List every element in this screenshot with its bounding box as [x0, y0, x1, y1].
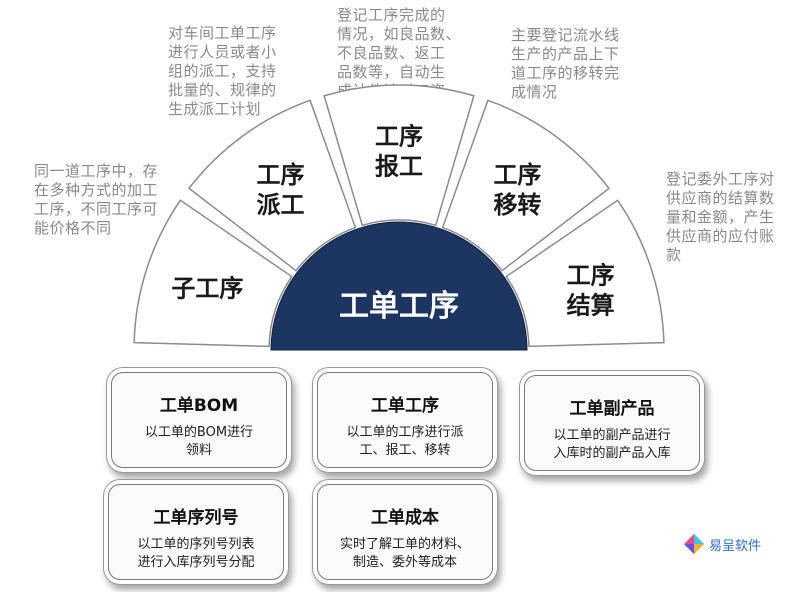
box-title: 工单BOM	[159, 396, 239, 416]
box-work-order-byproduct: 工单副产品 以工单的副产品进行 入库时的副产品入库	[524, 375, 700, 471]
note-settlement: 登记委外工序对 供应商的结算数 量和金额，产生 供应商的应付账 款	[666, 170, 775, 264]
box-title: 工单序列号	[153, 508, 239, 528]
box-description: 以工单的工序进行派 工、报工、移转	[346, 425, 464, 458]
fan-segment-label: 报工	[375, 153, 423, 181]
fan-segment-label: 子工序	[171, 275, 243, 303]
fan-segment-baogong	[323, 84, 475, 227]
fan-segment-label: 派工	[257, 191, 305, 219]
fan-segment-label: 工序	[257, 161, 305, 189]
fan-hub-label: 工单工序	[339, 289, 459, 324]
box-title: 工单成本	[371, 508, 439, 528]
box-title: 工单工序	[371, 396, 439, 416]
fan-hub	[270, 221, 528, 351]
fan-segment-label: 移转	[493, 191, 541, 219]
fan-segment-zigongxu	[133, 199, 293, 348]
note-sub-process: 同一道工序中，存 在多种方式的加工 工序，不同工序可 能价格不同	[34, 162, 159, 237]
fan-segment-label: 工序	[567, 262, 615, 290]
note-dispatch: 对车间工单工序 进行人员或者小 组的派工，支持 批量的、规律的 生成派工计划	[168, 24, 277, 118]
note-transfer: 主要登记流水线 生产的产品上下 道工序的移转完 成情况	[511, 26, 620, 101]
box-work-order-bom: 工单BOM 以工单的BOM进行 领料	[111, 372, 287, 468]
brand-logo: 易呈软件	[683, 533, 761, 555]
fan-segment-jiesuan	[505, 199, 665, 348]
box-work-order-cost: 工单成本 实时了解工单的材料、 制造、委外等成本	[317, 484, 493, 580]
box-title: 工单副产品	[569, 399, 655, 419]
fan-segment-label: 结算	[567, 292, 615, 320]
fan-segment-paigong	[187, 99, 357, 272]
box-work-order-serial: 工单序列号 以工单的序列号列表 进行入库序列号分配	[108, 484, 284, 580]
box-description: 以工单的副产品进行 入库时的副产品入库	[553, 428, 671, 461]
box-description: 以工单的序列号列表 进行入库序列号分配	[137, 537, 255, 570]
fan-segment-yizhuan	[441, 99, 611, 272]
box-description: 以工单的BOM进行 领料	[144, 425, 254, 458]
box-description: 实时了解工单的材料、 制造、委外等成本	[339, 537, 470, 570]
fan-segment-label: 工序	[493, 161, 541, 189]
brand-logo-text: 易呈软件	[709, 538, 762, 554]
fan-segment-label: 工序	[375, 123, 423, 151]
box-work-order-process: 工单工序 以工单的工序进行派 工、报工、移转	[317, 372, 493, 468]
diamond-logo-icon	[684, 534, 704, 554]
